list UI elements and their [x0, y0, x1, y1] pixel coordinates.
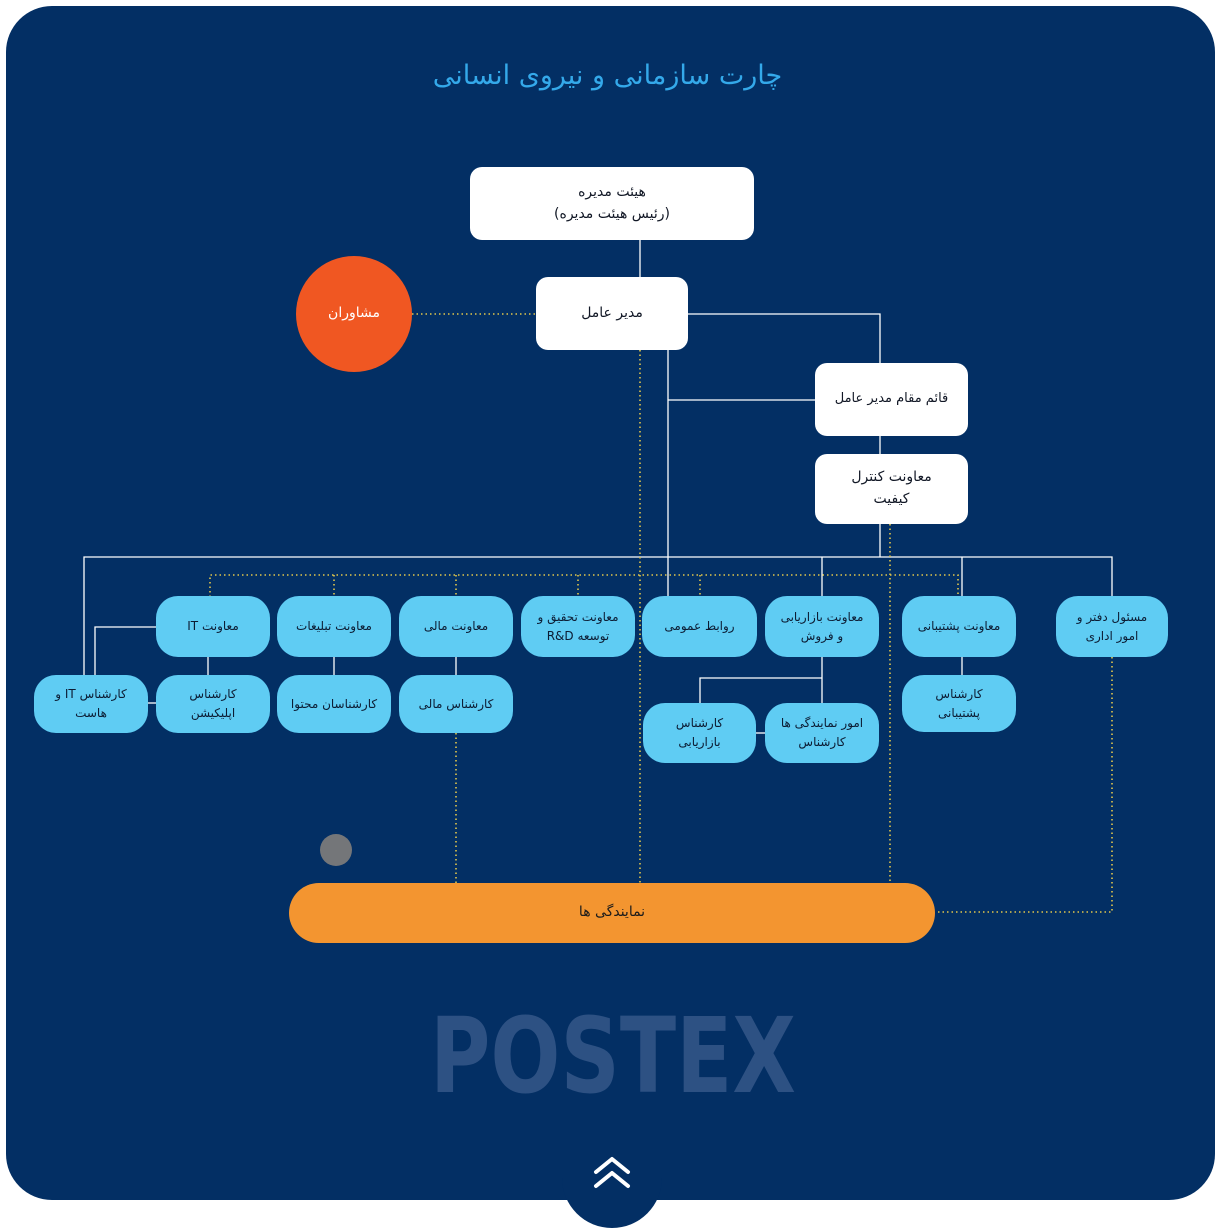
quality-control-node: معاونت کنترل کیفیت [815, 454, 968, 524]
finance-expert-node: کارشناس مالی [399, 675, 513, 733]
agencies-node: نمایندگی ها [289, 883, 935, 943]
grey-dot [320, 834, 352, 866]
content-experts-node: کارشناسان محتوا [277, 675, 391, 733]
marketing-sales-node: معاونت بازاریابی و فروش [765, 596, 879, 657]
double-chevron-up-icon[interactable] [588, 1150, 636, 1198]
public-relations-node: روابط عمومی [642, 596, 757, 657]
it-deputy-node: معاونت IT [156, 596, 270, 657]
deputy-ceo-node: قائم مقام مدیر عامل [815, 363, 968, 436]
finance-deputy-node: معاونت مالی [399, 596, 513, 657]
postex-logo: POSTEX [430, 1000, 796, 1100]
ceo-node: مدیر عامل [536, 277, 688, 350]
application-expert-node: کارشناس اپلیکیشن [156, 675, 270, 733]
svg-text:POSTEX: POSTEX [430, 1000, 796, 1100]
agency-affairs-node: امور نمایندگی ها کارشناس [765, 703, 879, 763]
advisors-node: مشاوران [296, 256, 412, 372]
advertising-deputy-node: معاونت تبلیغات [277, 596, 391, 657]
page-title: چارت سازمانی و نیروی انسانی [432, 60, 783, 91]
support-expert-node: کارشناس پشتیبانی [902, 675, 1016, 732]
rnd-deputy-node: معاونت تحقیق و توسعه R&D [521, 596, 635, 657]
marketing-expert-node: کارشناس بازاریابی [643, 703, 756, 763]
it-hosting-expert-node: کارشناس IT و هاست [34, 675, 148, 733]
office-affairs-node: مسئول دفتر و امور اداری [1056, 596, 1168, 657]
support-deputy-node: معاونت پشتیبانی [902, 596, 1016, 657]
board-of-directors-node: هیئت مدیره (رئیس هیئت مدیره) [470, 167, 754, 240]
